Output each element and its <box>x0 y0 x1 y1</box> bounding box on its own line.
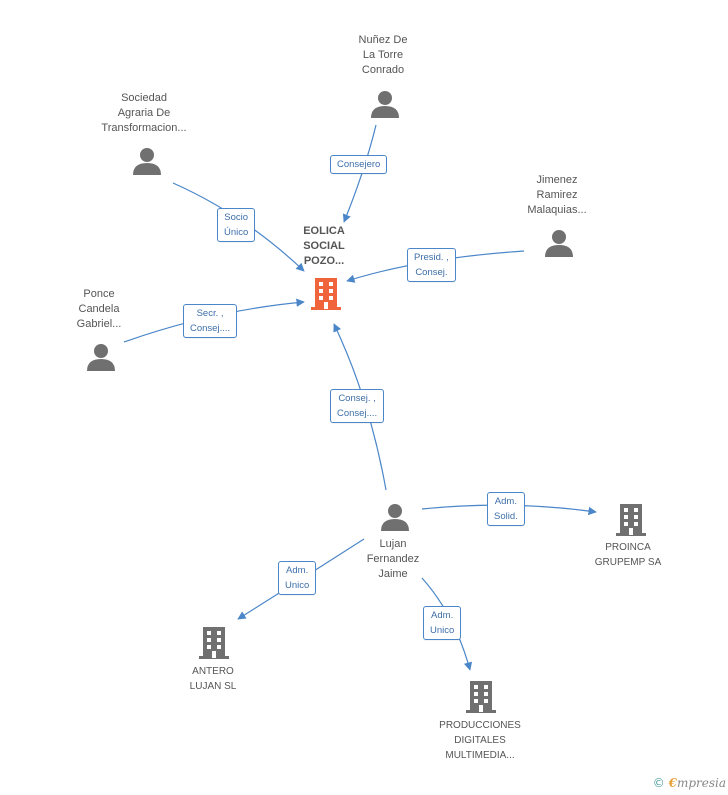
person-icon[interactable] <box>380 502 410 532</box>
label-line: Transformacion... <box>101 122 187 134</box>
brand-name: mpresia <box>676 776 726 790</box>
building-icon[interactable] <box>197 625 231 661</box>
label-line: Conrado <box>361 64 405 76</box>
center-company-label[interactable]: EOLICA SOCIAL POZO... <box>284 224 364 269</box>
person-label-nunez[interactable]: Nuñez De La Torre Conrado <box>333 33 433 78</box>
label-line: Nuñez De <box>358 34 408 46</box>
label-line: Lujan <box>379 538 407 550</box>
brand-initial: € <box>668 776 677 790</box>
label-line: Malaquias... <box>527 204 587 216</box>
label-line: Jimenez <box>536 174 578 186</box>
person-label-lujan[interactable]: Lujan Fernandez Jaime <box>353 537 433 582</box>
company-label-antero[interactable]: ANTERO LUJAN SL <box>166 664 260 694</box>
company-label-producciones[interactable]: PRODUCCIONES DIGITALES MULTIMEDIA... <box>425 718 535 763</box>
building-icon[interactable] <box>309 276 343 312</box>
building-icon[interactable] <box>464 679 498 715</box>
label-line: Ponce <box>83 288 115 300</box>
label-line: Sociedad <box>121 92 167 104</box>
copyright-symbol: © <box>652 776 665 790</box>
edge-label-line: Solid. <box>494 511 518 522</box>
edge-label-line: Socio <box>224 212 249 223</box>
person-label-jimenez[interactable]: Jimenez Ramirez Malaquias... <box>507 173 607 218</box>
edge-label-line: Unico <box>430 625 455 636</box>
edge-label-line: Consej. , <box>338 393 376 404</box>
edge-label-line: Unico <box>285 580 310 591</box>
edge-label-line: Consej.... <box>190 323 231 334</box>
edge-label-line: Secr. , <box>196 308 224 319</box>
label-line: LUJAN SL <box>189 681 237 692</box>
edge-label-adm-solid[interactable]: Adm. Solid. <box>487 492 525 526</box>
edge-label-consej[interactable]: Consej. , Consej.... <box>330 389 385 423</box>
edge-label-adm-unico-bottom[interactable]: Adm. Unico <box>423 606 462 640</box>
company-label-proinca[interactable]: PROINCA GRUPEMP SA <box>578 540 678 570</box>
person-icon[interactable] <box>544 228 574 258</box>
label-line: Jaime <box>378 568 408 580</box>
label-line: ANTERO <box>192 666 234 677</box>
person-icon[interactable] <box>86 342 116 372</box>
edge-label-line: Adm. <box>286 565 309 576</box>
label-line: GRUPEMP SA <box>594 557 662 568</box>
edge-label-line: Adm. <box>431 610 454 621</box>
label-line: Ramirez <box>536 189 578 201</box>
center-label-line: EOLICA <box>303 225 345 237</box>
label-line: PROINCA <box>605 542 651 553</box>
label-line: Agraria De <box>117 107 171 119</box>
label-line: La Torre <box>362 49 404 61</box>
person-icon[interactable] <box>370 89 400 119</box>
edge-label-line: Consej.... <box>337 408 378 419</box>
center-label-line: POZO... <box>303 255 345 267</box>
person-label-ponce[interactable]: Ponce Candela Gabriel... <box>59 287 139 332</box>
edge-label-line: Consejero <box>337 159 381 170</box>
label-line: Candela <box>78 303 120 315</box>
edge-label-consejero[interactable]: Consejero <box>330 155 388 174</box>
empresia-logo[interactable]: © €mpresia <box>653 776 726 790</box>
edge-label-socio[interactable]: Socio Único <box>217 208 256 242</box>
label-line: PRODUCCIONES <box>439 720 521 731</box>
edge-label-presid[interactable]: Presid. , Consej. <box>407 248 456 282</box>
building-icon[interactable] <box>614 502 648 538</box>
label-line: DIGITALES <box>454 735 506 746</box>
edge-label-line: Consej. <box>415 267 448 278</box>
edge-label-line: Adm. <box>494 496 517 507</box>
edge-label-secr[interactable]: Secr. , Consej.... <box>183 304 238 338</box>
edge-label-adm-unico-left[interactable]: Adm. Unico <box>278 561 317 595</box>
label-line: Gabriel... <box>76 318 122 330</box>
edge-label-line: Presid. , <box>414 252 449 263</box>
center-label-line: SOCIAL <box>303 240 345 252</box>
label-line: Fernandez <box>366 553 420 565</box>
person-label-sociedad[interactable]: Sociedad Agraria De Transformacion... <box>84 91 204 136</box>
edge-label-line: Único <box>224 227 249 238</box>
person-icon[interactable] <box>132 146 162 176</box>
label-line: MULTIMEDIA... <box>445 750 515 761</box>
